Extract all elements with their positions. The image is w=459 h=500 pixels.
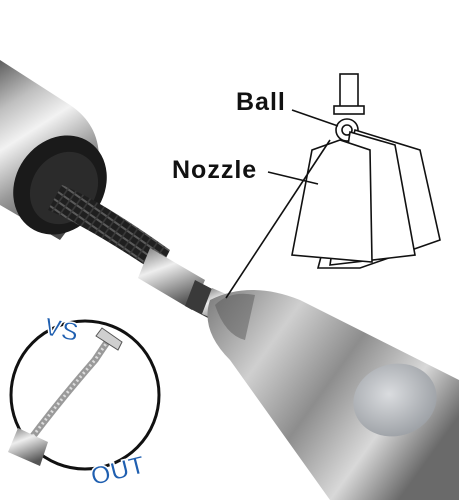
nozzle-diagram	[225, 73, 441, 299]
extend-inset: VS OUT	[8, 310, 161, 492]
nozzle-label: Nozzle	[172, 156, 258, 184]
ball-label: Ball	[236, 88, 286, 116]
sprayer-head	[207, 290, 459, 500]
sprayer-button	[353, 363, 437, 437]
braided-hose	[48, 185, 170, 274]
nozzle-shape	[291, 139, 373, 263]
